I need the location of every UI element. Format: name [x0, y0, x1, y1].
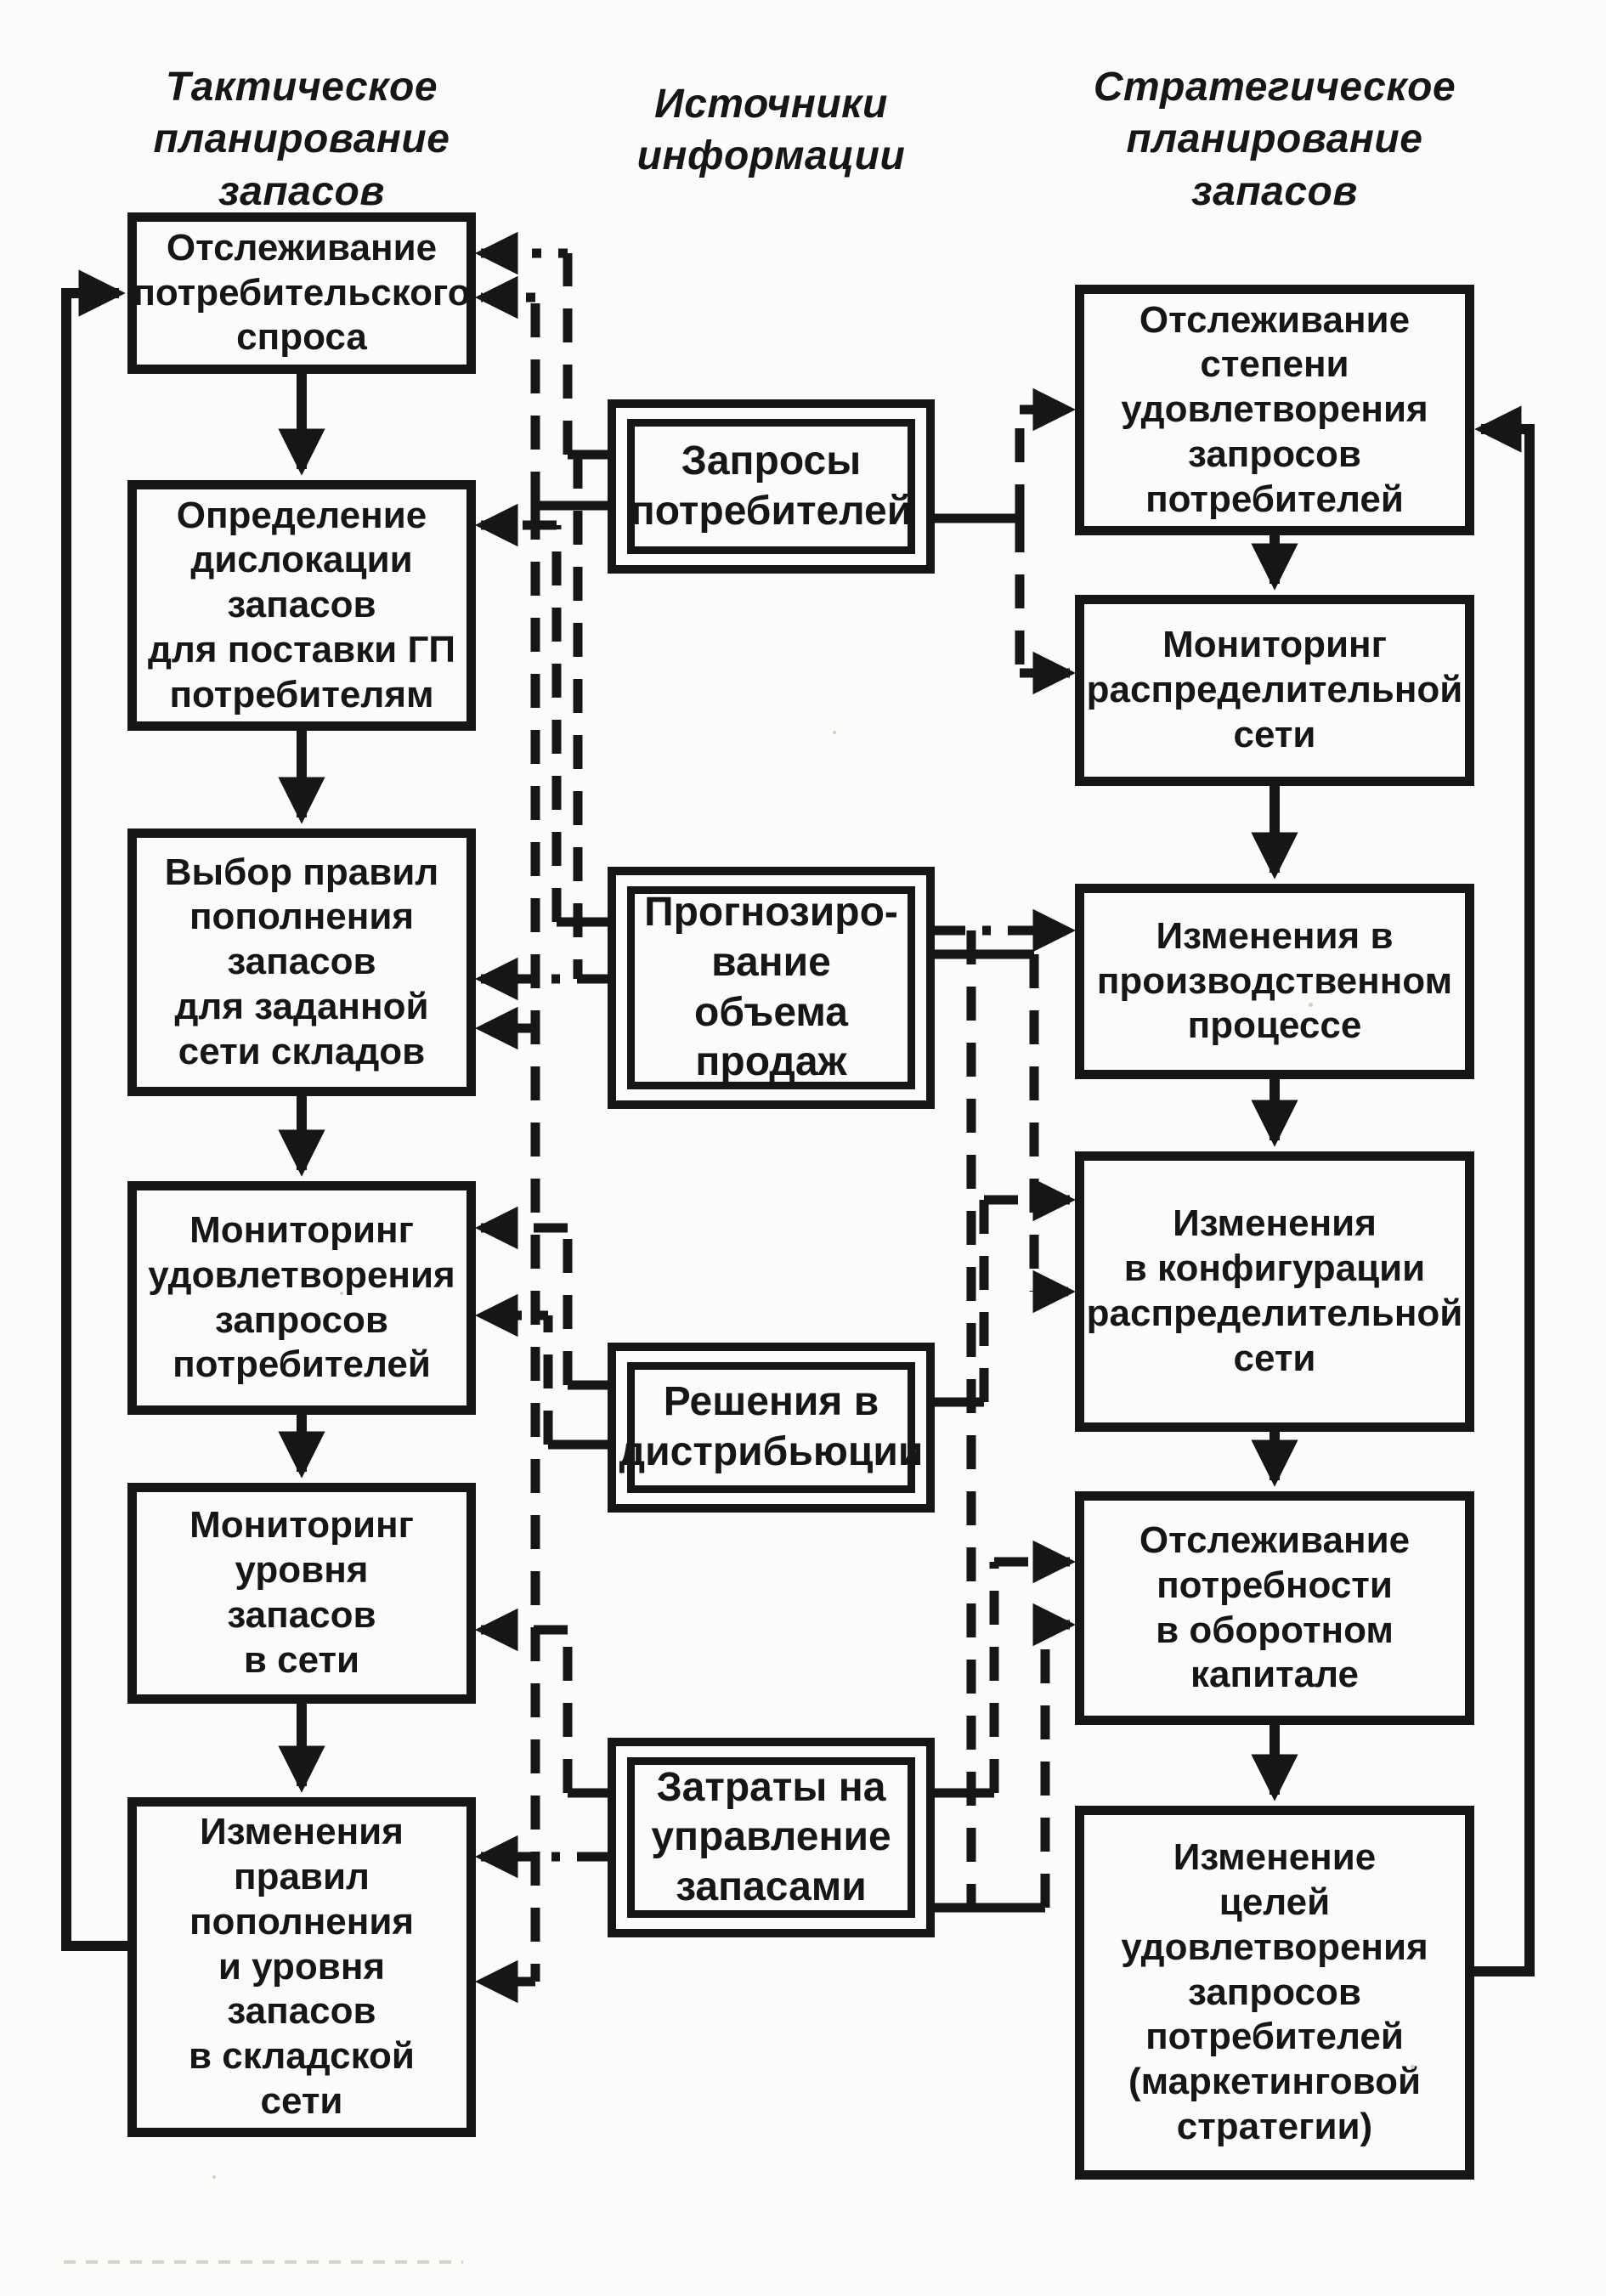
- paper-speck: [212, 2175, 216, 2179]
- strategic-box-marketing-strategy: Изменение целей удовлетворения запросов …: [1075, 1806, 1474, 2180]
- tactical-box-stock-dislocation: Определение дислокации запасов для поста…: [127, 480, 476, 731]
- strategic-box-production-changes: Изменения в производственном процессе: [1075, 884, 1474, 1079]
- tactical-box-demand-tracking: Отслеживание потребительского спроса: [127, 212, 476, 374]
- feedback-loop-left: [61, 269, 127, 1951]
- strategic-box-working-capital: Отслеживание потребности в оборотном кап…: [1075, 1491, 1474, 1725]
- source-box-sales-forecast-label: Прогнозиро- вание объема продаж: [627, 886, 915, 1089]
- column-header-tactical: Тактическое планирование запасов: [153, 65, 450, 214]
- paper-speck: [1411, 2065, 1415, 2069]
- source-box-inventory-costs: Затраты на управление запасами: [608, 1738, 935, 1937]
- paper-speck: [1309, 1003, 1313, 1007]
- source-box-sales-forecast: Прогнозиро- вание объема продаж: [608, 867, 935, 1109]
- source-box-inventory-costs-label: Затраты на управление запасами: [627, 1757, 915, 1918]
- source-box-distribution-decisions-label: Решения в дистрибьюции: [619, 1362, 923, 1493]
- tactical-box-rules-changes: Изменения правил пополнения и уровня зап…: [127, 1797, 476, 2137]
- source-box-consumer-requests: Запросы потребителей: [608, 399, 935, 574]
- paper-speck: [833, 731, 836, 734]
- paper-speck: [340, 1292, 343, 1295]
- strategic-box-network-monitoring: Мониторинг распределительной сети: [1075, 595, 1474, 786]
- tactical-box-replenishment-rules: Выбор правил пополнения запасов для зада…: [127, 828, 476, 1096]
- strategic-box-network-configuration: Изменения в конфигурации распределительн…: [1075, 1151, 1474, 1432]
- tactical-box-stock-level-monitoring: Мониторинг уровня запасов в сети: [127, 1483, 476, 1704]
- column-header-sources: Источники информации: [636, 82, 906, 179]
- feedback-loop-right: [1474, 405, 1535, 1976]
- column-header-strategic: Стратегическое планирование запасов: [1093, 65, 1456, 214]
- source-box-distribution-decisions: Решения в дистрибьюции: [608, 1343, 935, 1513]
- strategic-box-satisfaction-degree: Отслеживание степени удовлетворения запр…: [1075, 285, 1474, 535]
- source-box-consumer-requests-label: Запросы потребителей: [627, 419, 915, 554]
- tactical-box-satisfaction-monitoring: Мониторинг удовлетворения запросов потре…: [127, 1181, 476, 1415]
- scan-artifact-line: [64, 2260, 463, 2264]
